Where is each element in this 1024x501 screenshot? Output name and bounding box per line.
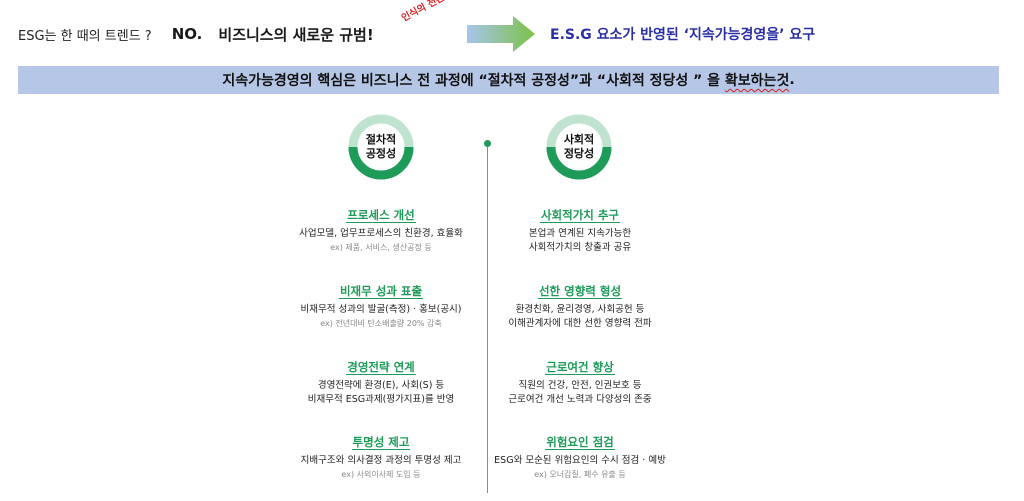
item-example: ex) 제품, 서비스, 생산공정 등: [330, 243, 432, 252]
item-desc: 경영전략에 환경(E), 사회(S) 등 비재무적 ESG과제(평가지표)를 반…: [271, 379, 491, 407]
answer-no: NO.: [171, 25, 203, 43]
item-example: ex) 오너갑질, 폐수 유출 등: [534, 470, 626, 479]
result-text: E.S.G 요소가 반영된 ‘지속가능경영을’ 요구: [550, 27, 816, 43]
divider-dot: [484, 140, 491, 147]
item-title: 위험요인 점검: [545, 435, 615, 450]
item-desc-line1: 환경친화, 윤리경영, 사회공헌 등: [515, 304, 645, 315]
item-title: 선한 영향력 형성: [537, 284, 623, 299]
item-title: 사회적가치 추구: [539, 208, 621, 223]
ring-label-line1: 사회적: [563, 133, 595, 146]
left-item-transparency: 투명성 제고 지배구조와 의사결정 과정의 투명성 제고 ex) 사외이사제 도…: [271, 434, 491, 481]
procedural-fairness-ring: 절차적 공정성: [348, 114, 414, 180]
ring-icon: [348, 114, 414, 180]
item-example: ex) 전년대비 탄소배출량 20% 감축: [320, 319, 442, 328]
item-desc: 지배구조와 의사결정 과정의 투명성 제고: [300, 455, 462, 466]
headline-row: ESG는 한 때의 트렌드 ? NO. 비즈니스의 새로운 규범!: [18, 22, 374, 46]
banner-emphasis: 확보하는것: [724, 73, 790, 89]
banner-text: 지속가능경영의 핵심은 비즈니스 전 과정에 “절차적 공정성”과 “사회적 정…: [222, 73, 725, 89]
item-desc: 환경친화, 윤리경영, 사회공헌 등 이해관계자에 대한 선한 영향력 전파: [470, 303, 690, 331]
perception-shift-stamp: 인식의 전환!!!!!!: [399, 0, 470, 24]
item-desc-line2: 근로여건 개선 노력과 다양성의 존중: [508, 394, 652, 405]
left-item-nonfinancial: 비재무 성과 표출 비재무적 성과의 발굴(측정) · 홍보(공시) ex) 전…: [271, 283, 491, 330]
new-rule-text: 비즈니스의 새로운 규범!: [218, 25, 374, 44]
ring-label-line2: 정당성: [563, 147, 595, 160]
item-desc-line2: 사회적가치의 창출과 공유: [528, 242, 632, 253]
item-title: 투명성 제고: [351, 435, 411, 450]
item-desc: ESG와 모순된 위험요인의 수시 점검 · 예방: [494, 455, 666, 466]
ring-label-line2: 공정성: [365, 147, 397, 160]
item-desc: 본업과 연계된 지속가능한 사회적가치의 창출과 공유: [470, 227, 690, 255]
right-item-risk-check: 위험요인 점검 ESG와 모순된 위험요인의 수시 점검 · 예방 ex) 오너…: [470, 434, 690, 481]
left-item-process: 프로세스 개선 사업모델, 업무프로세스의 친환경, 효율화 ex) 제품, 서…: [271, 207, 491, 254]
item-desc: 직원의 건강, 안전, 인권보호 등 근로여건 개선 노력과 다양성의 존중: [470, 379, 690, 407]
left-item-strategy: 경영전략 연계 경영전략에 환경(E), 사회(S) 등 비재무적 ESG과제(…: [271, 359, 491, 407]
item-desc-line1: 본업과 연계된 지속가능한: [528, 228, 632, 239]
item-example: ex) 사외이사제 도입 등: [341, 470, 421, 479]
ring-icon: [546, 114, 612, 180]
social-legitimacy-ring: 사회적 정당성: [546, 114, 612, 180]
banner-end: .: [789, 72, 795, 88]
right-item-good-influence: 선한 영향력 형성 환경친화, 윤리경영, 사회공헌 등 이해관계자에 대한 선…: [470, 283, 690, 331]
right-item-work-conditions: 근로여건 향상 직원의 건강, 안전, 인권보호 등 근로여건 개선 노력과 다…: [470, 359, 690, 407]
item-desc: 사업모델, 업무프로세스의 친환경, 효율화: [299, 228, 463, 239]
center-divider: [487, 143, 488, 493]
right-arrow-icon: [467, 16, 535, 52]
question-text: ESG는 한 때의 트렌드 ?: [18, 28, 152, 44]
key-message-banner: 지속가능경영의 핵심은 비즈니스 전 과정에 “절차적 공정성”과 “사회적 정…: [18, 66, 999, 94]
item-title: 경영전략 연계: [346, 360, 416, 375]
item-desc-line2: 이해관계자에 대한 선한 영향력 전파: [508, 318, 652, 329]
item-title: 프로세스 개선: [346, 208, 416, 223]
item-desc: 비재무적 성과의 발굴(측정) · 홍보(공시): [300, 304, 462, 315]
item-desc-line2: 비재무적 ESG과제(평가지표)를 반영: [307, 394, 455, 405]
right-item-social-value: 사회적가치 추구 본업과 연계된 지속가능한 사회적가치의 창출과 공유: [470, 207, 690, 255]
item-desc-line1: 경영전략에 환경(E), 사회(S) 등: [317, 380, 445, 391]
ring-label-line1: 절차적: [365, 133, 397, 146]
item-title: 비재무 성과 표출: [338, 284, 424, 299]
item-desc-line1: 직원의 건강, 안전, 인권보호 등: [518, 380, 642, 391]
item-title: 근로여건 향상: [545, 360, 615, 375]
